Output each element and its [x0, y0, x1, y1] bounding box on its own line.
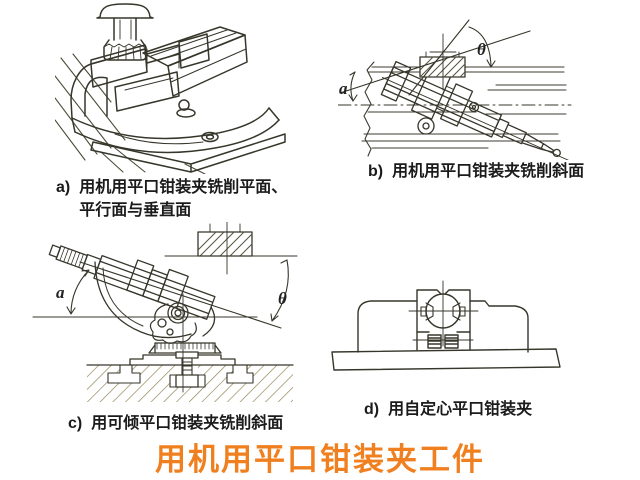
- figure-b-drawing: a θ: [338, 19, 572, 160]
- angle-construction: [32, 255, 298, 329]
- figure-b: a θ: [338, 8, 640, 160]
- caption-c-label: c): [68, 415, 83, 432]
- figure-c: a θ: [25, 222, 315, 414]
- caption-c-text: 用可倾平口钳装夹铣削斜面: [91, 415, 284, 432]
- figure-a-drawing: [55, 3, 286, 174]
- figure-c-drawing: a θ: [32, 222, 298, 402]
- machine-table-lines: [361, 61, 567, 157]
- caption-a-label: a): [56, 179, 71, 196]
- t-slot-table: [86, 364, 294, 402]
- angle-construction: [338, 19, 572, 106]
- caption-b-label: b): [368, 163, 384, 180]
- tilting-vise-body: [48, 244, 216, 393]
- caption-d: d) 用自定心平口钳装夹: [364, 398, 532, 421]
- page-title: 用机用平口钳装夹工件: [155, 442, 485, 477]
- centering-screw: [412, 334, 474, 349]
- caption-a-text: 用机用平口钳装夹铣削平面、 平行面与垂直面: [79, 179, 288, 219]
- figure-d: [325, 278, 570, 410]
- caption-b-text: 用机用平口钳装夹铣削斜面: [392, 163, 585, 180]
- caption-a: a) 用机用平口钳装夹铣削平面、 平行面与垂直面: [56, 176, 287, 222]
- angle-a-label: a: [56, 283, 65, 302]
- centerlines: [408, 280, 479, 347]
- caption-c: c) 用可倾平口钳装夹铣削斜面: [68, 412, 283, 435]
- pivot-bosses: [417, 101, 480, 135]
- angle-a-label: a: [339, 79, 348, 98]
- angle-theta-label: θ: [278, 289, 287, 308]
- swivel-clamp: [129, 342, 236, 388]
- caption-d-label: d): [364, 401, 380, 418]
- machine-table-hatch: [55, 53, 206, 174]
- figure-a: [55, 2, 320, 174]
- milling-cutter: [197, 222, 253, 275]
- swivel-base: [70, 63, 286, 173]
- caption-b: b) 用机用平口钳装夹铣削斜面: [368, 160, 584, 183]
- base-plate: [331, 348, 561, 371]
- angle-theta-label: θ: [477, 40, 486, 59]
- vise-bed: [142, 26, 248, 97]
- figure-d-drawing: [331, 280, 561, 371]
- caption-d-text: 用自定心平口钳装夹: [388, 401, 533, 418]
